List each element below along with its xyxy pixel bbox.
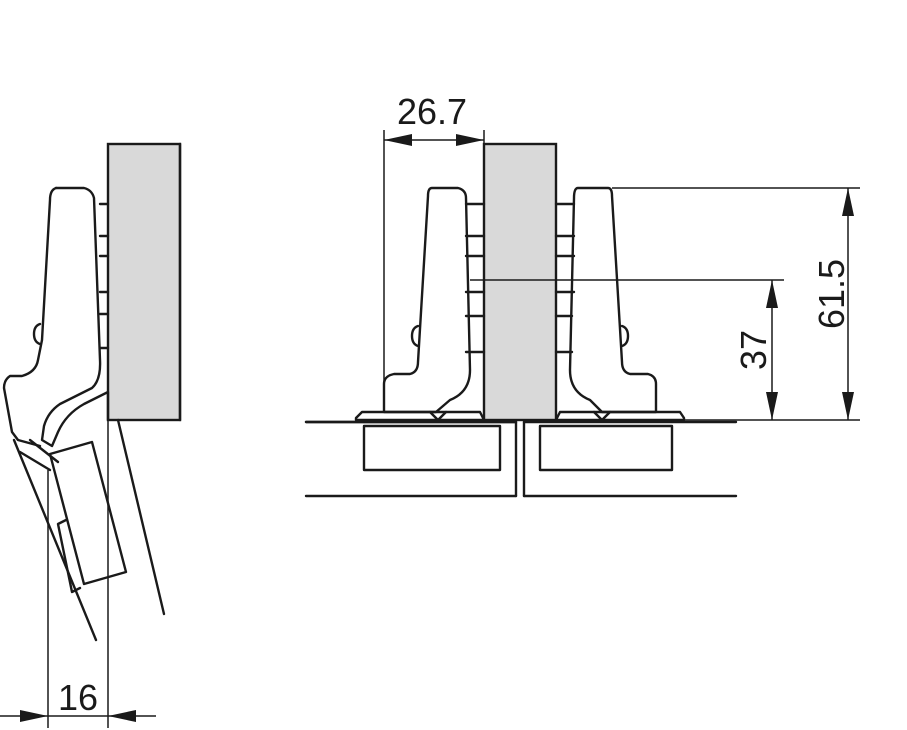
dim-37-label: 37 — [733, 330, 774, 370]
left-hinge-cup — [48, 440, 128, 586]
right-base-plate — [554, 410, 686, 422]
dim-37-arrow-top — [766, 280, 778, 308]
left-open-door-outer — [116, 418, 166, 616]
right-view-right-arm — [568, 186, 658, 414]
left-hinge-knob — [32, 322, 42, 346]
left-link-arm — [18, 438, 60, 472]
dim-16-label: 16 — [58, 677, 98, 718]
left-cabinet-panel — [106, 142, 182, 422]
right-view-left-arm — [382, 186, 472, 414]
dim-37-arrow-bottom — [766, 392, 778, 420]
left-screw-bump-2 — [98, 254, 110, 294]
dim-26-7-label: 26.7 — [397, 91, 467, 132]
left-cup-flange — [56, 518, 82, 594]
dim-16-arrow-right — [108, 710, 136, 722]
left-base-plate — [354, 410, 486, 422]
left-side-view: 16 — [0, 142, 182, 728]
right-view-right-screws — [554, 202, 576, 354]
left-hinge-arm — [40, 186, 110, 448]
left-open-door-inner — [12, 438, 98, 642]
dim-26-7-arrow-left — [384, 134, 412, 146]
dim-61-5-arrow-bottom — [842, 392, 854, 420]
dim-16-arrow-left — [20, 710, 48, 722]
left-screw-bump-3 — [98, 312, 110, 350]
right-link-detail — [592, 410, 612, 422]
dim-26-7-arrow-right — [456, 134, 484, 146]
right-hinge-cup-front — [538, 424, 674, 472]
right-view-left-screws — [464, 202, 486, 354]
left-hinge-cup-front — [362, 424, 502, 472]
right-section-view: 26.7 37 61.5 — [304, 91, 860, 498]
dim-61-5-arrow-top — [842, 188, 854, 216]
dim-61-5-label: 61.5 — [811, 259, 852, 329]
left-link-detail — [428, 410, 448, 422]
center-panel — [482, 142, 558, 422]
left-screw-bump-1 — [98, 202, 110, 238]
left-hinge-arm-back — [2, 186, 58, 448]
right-view-right-knob — [620, 324, 630, 348]
right-view-left-knob — [410, 324, 420, 348]
